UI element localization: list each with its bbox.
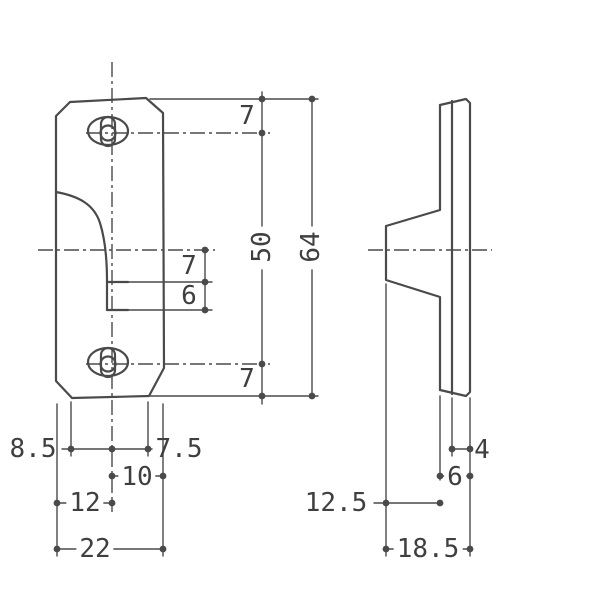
dim-label-overall-width: 22 bbox=[76, 536, 114, 562]
dim-label-right-inset: 7.5 bbox=[155, 434, 203, 464]
top-slot bbox=[99, 115, 117, 148]
dim-label-flange-thickness: 4 bbox=[474, 435, 490, 465]
dim-label-ledge-upper: 7 bbox=[181, 251, 197, 281]
centerlines bbox=[38, 62, 492, 512]
hook-ledge-detail bbox=[54, 190, 130, 312]
body-profile bbox=[384, 103, 442, 392]
dim-label-left-inset: 8.5 bbox=[9, 434, 57, 464]
dim-label-center-to-right: 10 bbox=[118, 464, 156, 490]
top-slot-hole bbox=[86, 115, 130, 148]
side-view bbox=[384, 97, 472, 398]
bottom-slot bbox=[99, 346, 117, 379]
plate-outline bbox=[54, 96, 166, 400]
dim-label-hook-depth: 12.5 bbox=[304, 488, 368, 518]
dim-label-bottom-offset: 7 bbox=[239, 364, 255, 394]
dim-label-hole-pitch: 50 bbox=[247, 228, 277, 266]
dimension-dots bbox=[53, 95, 474, 553]
dim-label-top-offset: 7 bbox=[239, 101, 255, 131]
flange-profile bbox=[438, 97, 472, 398]
dim-label-overall-depth: 18.5 bbox=[393, 536, 463, 562]
dim-label-center-to-left: 12 bbox=[66, 490, 104, 516]
dim-label-overall-height: 64 bbox=[296, 228, 326, 266]
front-view bbox=[54, 96, 166, 400]
hook-step bbox=[105, 279, 130, 312]
dim-label-base-thickness: 6 bbox=[444, 464, 466, 490]
bottom-slot-hole bbox=[86, 346, 130, 379]
dim-label-ledge-lower: 6 bbox=[181, 281, 197, 311]
hook-curve bbox=[54, 190, 109, 283]
